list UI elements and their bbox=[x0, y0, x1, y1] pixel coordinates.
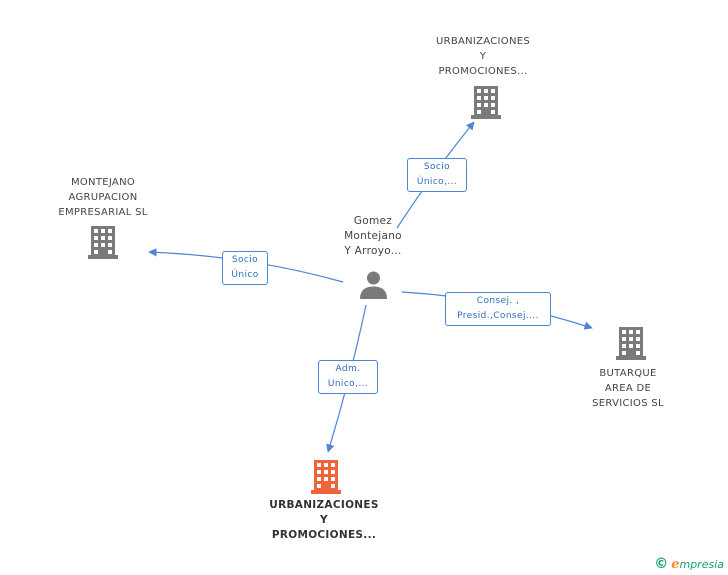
edge-label-line: Único,... bbox=[416, 177, 458, 187]
building-icon[interactable] bbox=[88, 226, 118, 259]
node-label-line: Gomez bbox=[353, 215, 393, 227]
node-label-line: AGRUPACION bbox=[68, 192, 138, 203]
copyright-symbol: © bbox=[654, 556, 669, 572]
edge-label-line: Socio bbox=[423, 162, 451, 172]
node-label-person[interactable]: Gomez Montejano Y Arroyo... bbox=[323, 214, 423, 259]
node-label-line: URBANIZACIONES bbox=[269, 499, 379, 511]
edge-label-line: Adm. bbox=[335, 364, 361, 374]
edge-label-line: Socio bbox=[231, 255, 259, 265]
brand-footer: ©ℯmpresia bbox=[654, 556, 724, 572]
brand-logo-text: mpresia bbox=[679, 558, 724, 571]
node-label-line: PROMOCIONES... bbox=[271, 529, 377, 541]
node-label-line: MONTEJANO bbox=[70, 177, 136, 188]
node-label-line: EMPRESARIAL SL bbox=[58, 207, 148, 218]
node-label-line: Y bbox=[479, 51, 487, 62]
node-label-montejano[interactable]: MONTEJANO AGRUPACION EMPRESARIAL SL bbox=[38, 175, 168, 220]
person-icon[interactable] bbox=[359, 270, 388, 299]
edge-label-to-urb-top[interactable]: Socio Único,... bbox=[407, 158, 467, 192]
node-label-line: Montejano bbox=[344, 230, 402, 242]
building-icon[interactable] bbox=[616, 327, 646, 360]
edge-label-line: Unico,... bbox=[327, 379, 369, 389]
node-label-line: URBANIZACIONES bbox=[435, 36, 531, 47]
edge-label-line: Consej. , bbox=[476, 296, 520, 306]
edge-label-to-butarque[interactable]: Consej. , Presid.,Consej.... bbox=[445, 292, 551, 326]
node-label-butarque[interactable]: BUTARQUE AREA DE SERVICIOS SL bbox=[568, 366, 688, 411]
node-label-urb-main[interactable]: URBANIZACIONES Y PROMOCIONES... bbox=[254, 498, 394, 543]
edge-label-to-montejano[interactable]: Socio Único bbox=[222, 251, 268, 285]
node-label-line: PROMOCIONES... bbox=[438, 66, 528, 77]
edge-label-line: Único bbox=[231, 270, 259, 280]
building-icon-highlighted[interactable] bbox=[311, 460, 341, 494]
node-label-line: SERVICIOS SL bbox=[592, 398, 664, 409]
edge-label-line: Presid.,Consej.... bbox=[457, 311, 539, 321]
node-label-line: Y bbox=[320, 514, 328, 526]
node-label-line: AREA DE bbox=[604, 383, 652, 394]
node-label-line: BUTARQUE bbox=[599, 368, 657, 379]
node-label-line: Y Arroyo... bbox=[344, 245, 402, 257]
brand-logo-e: ℯ bbox=[671, 557, 680, 572]
node-label-urb-top[interactable]: URBANIZACIONES Y PROMOCIONES... bbox=[418, 34, 548, 79]
building-icon[interactable] bbox=[471, 86, 501, 119]
edge-label-to-urb-main[interactable]: Adm. Unico,... bbox=[318, 360, 378, 394]
